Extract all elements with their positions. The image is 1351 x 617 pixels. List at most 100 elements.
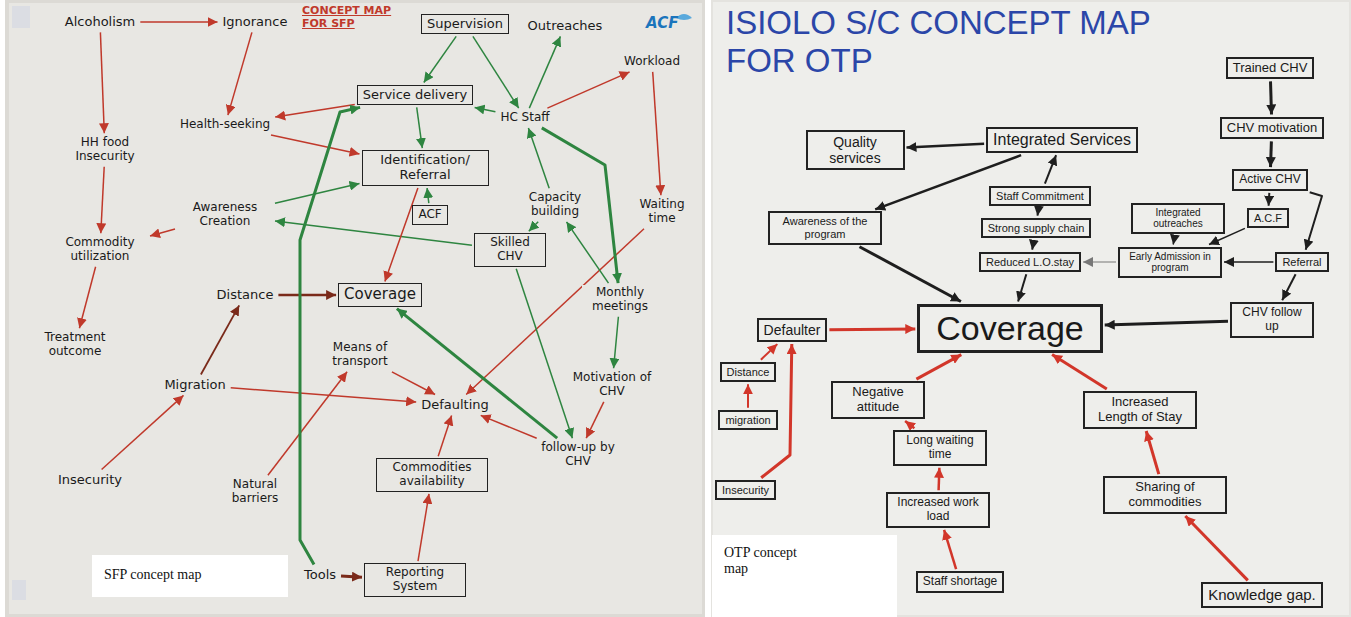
node-text: Defaulting: [421, 398, 489, 413]
concept-text: Defaulting: [418, 397, 492, 414]
concept-box: Strong supply chain: [981, 218, 1092, 239]
concept-box: migration: [718, 410, 777, 431]
arrow-connector: [1038, 208, 1039, 215]
node-text: Trained CHV: [1233, 61, 1308, 76]
node-text: Early Admission in program: [1125, 251, 1215, 274]
concept-box: Commodities availability: [376, 458, 488, 492]
arrow-connector: [1173, 236, 1175, 245]
concept-box: Trained CHV: [1226, 57, 1315, 80]
arrow-connector: [481, 415, 537, 438]
concept-box: Distance: [720, 362, 777, 383]
arrow-connector: [300, 107, 360, 564]
node-text: Negative attitude: [838, 385, 918, 415]
node-text: follow-up by CHV: [538, 441, 618, 469]
node-text: Service delivery: [363, 88, 467, 103]
node-text: Integrated outreaches: [1138, 207, 1218, 230]
node-text: Distance: [727, 366, 770, 379]
node-text: Long waiting time: [900, 434, 980, 462]
arrow-connector: [529, 36, 560, 108]
concept-text: Outreaches: [525, 18, 606, 35]
arrow-connector: [1018, 274, 1026, 301]
arrow-connector: [1052, 355, 1107, 390]
node-text: Staff shortage: [923, 575, 998, 589]
node-text: Active CHV: [1239, 173, 1300, 187]
node-text: Natural barriers: [220, 478, 290, 506]
concept-box: Reduced L.O.stay: [979, 252, 1081, 273]
arrow-connector: [1282, 274, 1295, 300]
figure-caption: OTP concept map: [712, 535, 897, 617]
concept-box: Awareness of the program: [768, 211, 882, 244]
node-text: Outreaches: [528, 19, 603, 34]
node-text: HH food Insecurity: [60, 136, 150, 164]
concept-box: Long waiting time: [893, 430, 987, 466]
arrow-connector: [1045, 155, 1056, 184]
figure-caption: SFP concept map: [92, 555, 288, 597]
node-text: Defaulter: [764, 322, 821, 338]
concept-box: Integrated Services: [986, 127, 1138, 153]
concept-text: Capacity building: [515, 190, 596, 220]
arrow-connector: [438, 415, 451, 456]
concept-box: Supervision: [421, 14, 509, 35]
node-text: Reduced L.O.stay: [986, 256, 1074, 269]
node-text: migration: [725, 414, 770, 427]
tape-strip: [12, 580, 26, 600]
node-text: ACF: [418, 208, 441, 222]
map-title: ISIOLO S/C CONCEPT MAP FOR OTP: [726, 4, 1226, 80]
concept-box: Staff shortage: [916, 571, 1005, 593]
arrow-connector: [829, 327, 915, 331]
concept-box: Defaulter: [757, 318, 828, 342]
node-text: Alcoholism: [65, 15, 135, 30]
node-text: Ignorance: [223, 15, 288, 30]
concept-text: Monthly meetings: [582, 285, 658, 315]
concept-box: Coverage: [338, 283, 422, 306]
node-text: Strong supply chain: [988, 222, 1085, 235]
arrow-connector: [528, 128, 549, 188]
concept-box: Identification/ Referral: [362, 150, 489, 186]
arrow-connector: [100, 32, 104, 133]
node-text: Insecurity: [58, 473, 122, 488]
concept-text: Health-seeking: [177, 117, 273, 133]
node-text: Migration: [164, 378, 225, 393]
arrow-connector: [761, 344, 777, 360]
concept-text: Means of transport: [317, 340, 403, 370]
node-text: Sharing of commodities: [1110, 480, 1220, 510]
arrow-connector: [614, 317, 619, 368]
node-text: Skilled CHV: [480, 236, 540, 264]
concept-box: Staff Commitment: [989, 186, 1091, 207]
node-text: A.C.F: [1254, 212, 1282, 225]
concept-box: Early Admission in program: [1118, 247, 1222, 278]
concept-text: Awareness Creation: [177, 200, 273, 230]
arrow-connector: [278, 294, 336, 297]
arrow-connector: [586, 402, 604, 438]
concept-box: Increased work load: [886, 492, 990, 528]
node-text: Quality services: [813, 134, 898, 166]
concept-box: Sharing of commodities: [1103, 476, 1227, 514]
arrow-connector: [937, 468, 940, 490]
node-text: Increased work load: [893, 496, 983, 524]
concept-text: Distance: [214, 287, 277, 304]
arrow-connector: [417, 107, 423, 148]
arrow-connector: [231, 388, 417, 402]
photo-frame: [5, 0, 705, 617]
concept-box: Quality services: [806, 130, 905, 170]
concept-text: HC Staff: [497, 110, 552, 126]
arrow-connector: [1105, 321, 1228, 325]
concept-box: Skilled CHV: [474, 233, 546, 267]
arrow-connector: [201, 305, 239, 374]
concept-text: Waiting time: [629, 197, 695, 227]
concept-text: Workload: [621, 54, 683, 70]
photo-frame: [711, 0, 1351, 617]
concept-box: Active CHV: [1232, 169, 1307, 191]
arrow-connector: [1268, 193, 1271, 206]
node-text: Waiting time: [632, 198, 692, 226]
arrow-connector: [424, 36, 456, 82]
arrow-connector: [385, 188, 418, 281]
flipchart-sheet: [713, 2, 1349, 615]
node-text: CHV follow up: [1237, 306, 1307, 334]
concept-text: Treatment outcome: [27, 330, 123, 360]
concept-box: Integrated outreaches: [1131, 203, 1225, 234]
arrow-connector: [1032, 240, 1034, 249]
node-text: Referral: [1282, 256, 1321, 269]
